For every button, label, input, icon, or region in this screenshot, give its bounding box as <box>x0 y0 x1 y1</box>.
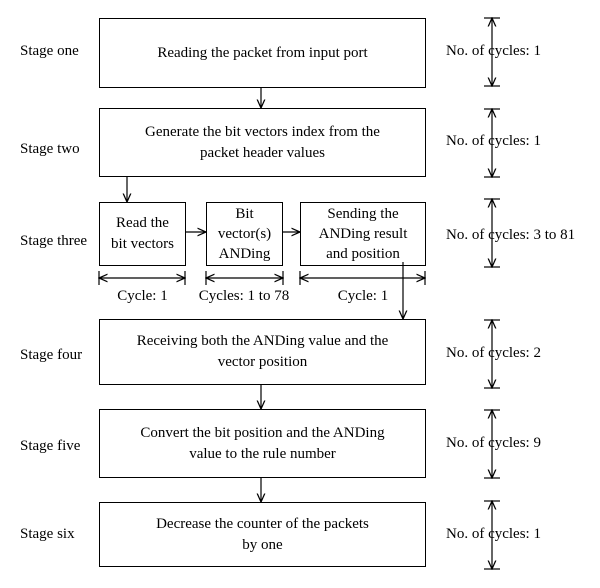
stage-six-label: Stage six <box>20 526 75 542</box>
stage-three-label: Stage three <box>20 233 88 249</box>
stage-five-text-line1: Convert the bit position and the ANDing <box>140 424 385 441</box>
stage-one-label: Stage one <box>20 43 79 59</box>
stage-four-text-line2: vector position <box>217 354 308 370</box>
stage-five-label: Stage five <box>20 438 81 454</box>
anding-box-line3: ANDing <box>218 246 271 262</box>
stage-three-read-box: Read the bit vectors <box>99 202 186 266</box>
stage-four-cycles: No. of cycles: 2 <box>446 345 541 361</box>
stage-one-box: Reading the packet from input port <box>99 18 426 88</box>
sending-box-line3: and position <box>326 246 400 262</box>
stage-three-cycles: No. of cycles: 3 to 81 <box>446 227 576 243</box>
anding-cycle-label: Cycles: 1 to 78 <box>198 288 290 304</box>
stage-six-cycles: No. of cycles: 1 <box>446 526 541 542</box>
stage-one-cycles: No. of cycles: 1 <box>446 43 541 59</box>
sending-box-line2: ANDing result <box>318 226 408 242</box>
read-box-line1: Read the <box>116 215 169 231</box>
stage-three-anding-box: Bit vector(s) ANDing <box>206 202 283 266</box>
stage-one-text: Reading the packet from input port <box>157 44 368 61</box>
stage-two-text-line2: packet header values <box>200 144 325 161</box>
read-cycle-label: Cycle: 1 <box>117 288 168 304</box>
stage-four-box: Receiving both the ANDing value and the … <box>99 319 426 385</box>
stage-six-text-line1: Decrease the counter of the packets <box>156 515 369 532</box>
stage-two-box: Generate the bit vectors index from the … <box>99 108 426 177</box>
read-box-line2: bit vectors <box>111 236 174 252</box>
stage-two-label: Stage two <box>20 141 80 157</box>
stage-five-text-line2: value to the rule number <box>189 445 336 462</box>
sending-box-line1: Sending the <box>327 206 399 222</box>
stage-four-label: Stage four <box>20 347 83 363</box>
stage-two-text-line1: Generate the bit vectors index from the <box>145 123 380 140</box>
stage-six-box: Decrease the counter of the packets by o… <box>99 502 426 567</box>
stage-five-box: Convert the bit position and the ANDing … <box>99 409 426 478</box>
stage-six-text-line2: by one <box>242 536 283 553</box>
stage-five-cycles: No. of cycles: 9 <box>446 435 541 451</box>
stage-two-cycles: No. of cycles: 1 <box>446 133 541 149</box>
anding-box-line2: vector(s) <box>217 226 272 242</box>
anding-box-line1: Bit <box>235 206 254 222</box>
stage-three-sending-box: Sending the ANDing result and position <box>300 202 426 266</box>
sending-cycle-label: Cycle: 1 <box>337 288 389 304</box>
stage-four-text-line1: Receiving both the ANDing value and the <box>136 333 389 349</box>
